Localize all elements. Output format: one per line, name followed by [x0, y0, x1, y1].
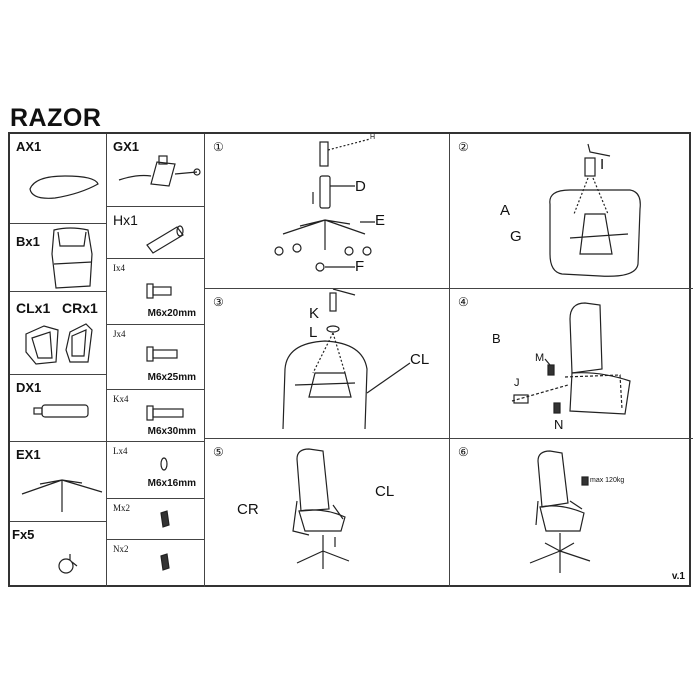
hardware-j: Jx4 M6x25mm [107, 325, 205, 390]
callout-g: G [510, 228, 522, 245]
part-ax1: AX1 [10, 134, 107, 224]
step-4-diagram [511, 302, 631, 415]
hardware-m: Mx2 [107, 499, 205, 540]
hardware-spec: M6x30mm [147, 426, 196, 437]
callout-cl: CL [410, 351, 430, 368]
step-number: ③ [213, 295, 224, 309]
hardware-n: Nx2 [107, 540, 205, 587]
base-icon [21, 479, 103, 512]
callout-l: L [309, 324, 318, 341]
part-label: EX1 [16, 447, 41, 462]
step-5: ⑤ CR CL [205, 439, 450, 587]
backrest-icon [51, 227, 93, 289]
part-label: Fx5 [12, 527, 35, 542]
hardware-spec: M6x20mm [147, 308, 196, 319]
step-6: ⑥ max 120kg v.1 [450, 439, 693, 587]
part-label: Hx1 [113, 212, 138, 228]
part-label: Bx1 [16, 234, 40, 249]
step-6-diagram [529, 450, 591, 573]
part-label: GX1 [113, 139, 140, 154]
washer-icon [160, 457, 168, 471]
hardware-i: Ix4 M6x20mm [107, 259, 205, 325]
part-label: AX1 [16, 139, 42, 154]
instruction-sheet: AX1 Bx1 CLx1 CRx1 DX1 EX1 Fx5 GX1 Hx1 Ix… [8, 132, 693, 587]
step-number: ④ [458, 295, 469, 309]
callout-f: F [355, 258, 365, 275]
step-number: ② [458, 140, 469, 154]
step-3-diagram [282, 289, 411, 430]
hardware-label: Kx4 [113, 394, 129, 404]
hardware-label: Mx2 [113, 503, 131, 513]
step-4: ④ B M J N [450, 289, 693, 439]
bolt-icon [146, 405, 184, 421]
callout-b: B [492, 331, 501, 346]
callout-cl: CL [375, 483, 395, 500]
hardware-label: Lx4 [113, 446, 128, 456]
hardware-label: Jx4 [113, 329, 126, 339]
part-bx1: Bx1 [10, 224, 107, 292]
part-hx1: Hx1 [107, 207, 205, 259]
part-ex1: EX1 [10, 442, 107, 522]
callout-cr: CR [237, 501, 259, 518]
cap-icon [160, 510, 170, 528]
part-gx1: GX1 [107, 134, 205, 207]
cover-tube-icon [146, 225, 184, 254]
step-number: ⑤ [213, 445, 224, 459]
step-5-diagram [292, 448, 350, 569]
hardware-spec: M6x25mm [147, 372, 196, 383]
callout-n: N [554, 417, 564, 432]
gas-lift-icon [33, 404, 89, 418]
callout-i: I [600, 156, 605, 173]
bolt-icon [146, 283, 172, 299]
part-dx1: DX1 [10, 375, 107, 442]
hardware-spec: M6x16mm [147, 478, 196, 489]
step-1: ① H D E F [205, 134, 450, 289]
max-load-label: max 120kg [590, 477, 625, 484]
callout-j: J [514, 377, 520, 389]
step-2-diagram [549, 143, 641, 277]
armrests-icon [25, 323, 93, 365]
hardware-l: Lx4 M6x16mm [107, 442, 205, 499]
part-label: DX1 [16, 380, 42, 395]
mechanism-icon [118, 155, 201, 187]
bolt-icon [146, 346, 178, 362]
callout-m: M [535, 352, 545, 364]
seat-icon [29, 175, 99, 199]
version-label: v.1 [671, 571, 685, 582]
step-number: ① [213, 140, 224, 154]
step-3: ③ K L CL [205, 289, 450, 439]
part-label: CLx1 [16, 300, 51, 316]
callout-a: A [500, 202, 511, 219]
cap-icon [160, 553, 170, 571]
callout-e: E [375, 212, 386, 229]
part-label: CRx1 [62, 300, 98, 316]
callout-h: H [370, 134, 376, 141]
step-2: ② I A G [450, 134, 693, 289]
callout-d: D [355, 178, 366, 195]
callout-k: K [309, 305, 320, 322]
caster-icon [58, 554, 78, 574]
step-1-diagram [274, 138, 375, 272]
hardware-label: Nx2 [113, 544, 129, 554]
step-number: ⑥ [458, 445, 469, 459]
hardware-label: Ix4 [113, 263, 125, 273]
part-fx5: Fx5 [10, 522, 107, 587]
hardware-k: Kx4 M6x30mm [107, 390, 205, 442]
product-title: RAZOR [10, 104, 102, 132]
part-armrests: CLx1 CRx1 [10, 292, 107, 375]
